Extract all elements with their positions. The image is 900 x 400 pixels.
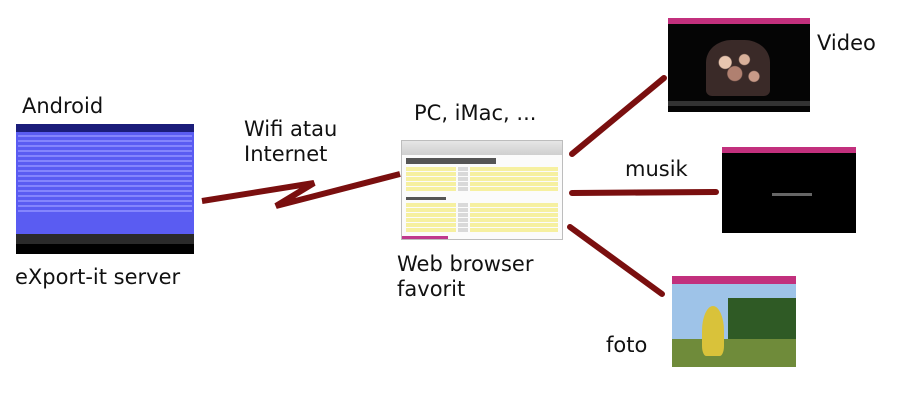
connector-browser-musik	[569, 189, 719, 196]
foto-label: foto	[606, 333, 648, 357]
musik-screenshot	[722, 147, 856, 233]
video-label: Video	[817, 31, 876, 55]
clients-label: PC, iMac, ...	[414, 101, 537, 125]
android-server-screenshot	[16, 124, 194, 254]
browser-label-line2: favorit	[397, 277, 466, 301]
browser-label-line1: Web browser	[397, 252, 534, 276]
android-label: Android	[22, 94, 104, 118]
link-label-line2: Internet	[244, 142, 328, 166]
connector-browser-foto	[567, 224, 665, 297]
connector-browser-video	[569, 75, 667, 157]
musik-label: musik	[625, 157, 688, 181]
web-browser-screenshot	[401, 140, 563, 240]
server-label: eXport-it server	[15, 265, 181, 289]
link-label-line1: Wifi atau	[244, 117, 338, 141]
video-screenshot	[668, 18, 810, 112]
foto-screenshot	[672, 276, 796, 367]
wifi-lightning-connector	[201, 171, 401, 209]
